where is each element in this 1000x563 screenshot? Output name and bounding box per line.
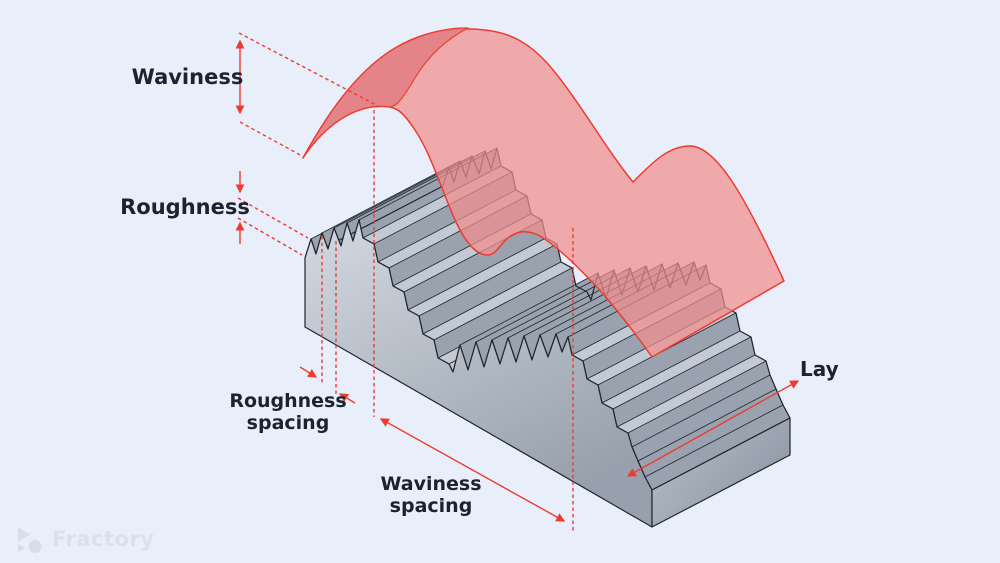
roughness-spacing-line2: spacing <box>246 411 330 434</box>
waviness-guide-bottom <box>239 121 303 157</box>
roughness-guide-bottom <box>237 217 303 256</box>
roughness-spacing-label: Roughness spacing <box>213 390 363 435</box>
roughness-label: Roughness <box>120 195 250 219</box>
waviness-overlay-sheet <box>302 27 785 358</box>
waviness-spacing-label: Waviness spacing <box>356 473 506 518</box>
waviness-sheet-curl-underside <box>302 27 469 159</box>
fractory-logo-text: Fractory <box>52 527 155 551</box>
lay-label: Lay <box>800 357 839 381</box>
roughness-guide-top <box>237 197 309 239</box>
waviness-label: Waviness <box>131 65 244 89</box>
waviness-sheet-surface <box>302 28 785 358</box>
fractory-logo: Fractory <box>14 522 194 556</box>
waviness-spacing-line1: Waviness <box>380 473 482 495</box>
dashed-guide-lines <box>237 32 574 533</box>
roughness-spacing-arrow-left <box>299 366 318 378</box>
waviness-guide-top <box>238 32 379 107</box>
waviness-spacing-line2: spacing <box>389 494 473 517</box>
waviness-spacing-arrow <box>379 418 566 522</box>
roughness-spacing-line1: Roughness <box>229 390 347 412</box>
block-front-face <box>304 219 653 528</box>
measurement-guides <box>235 32 800 533</box>
fractory-logo-icon <box>18 527 42 553</box>
roughness-spacing-arrow-right <box>338 393 356 404</box>
lay-arrow <box>626 380 800 477</box>
